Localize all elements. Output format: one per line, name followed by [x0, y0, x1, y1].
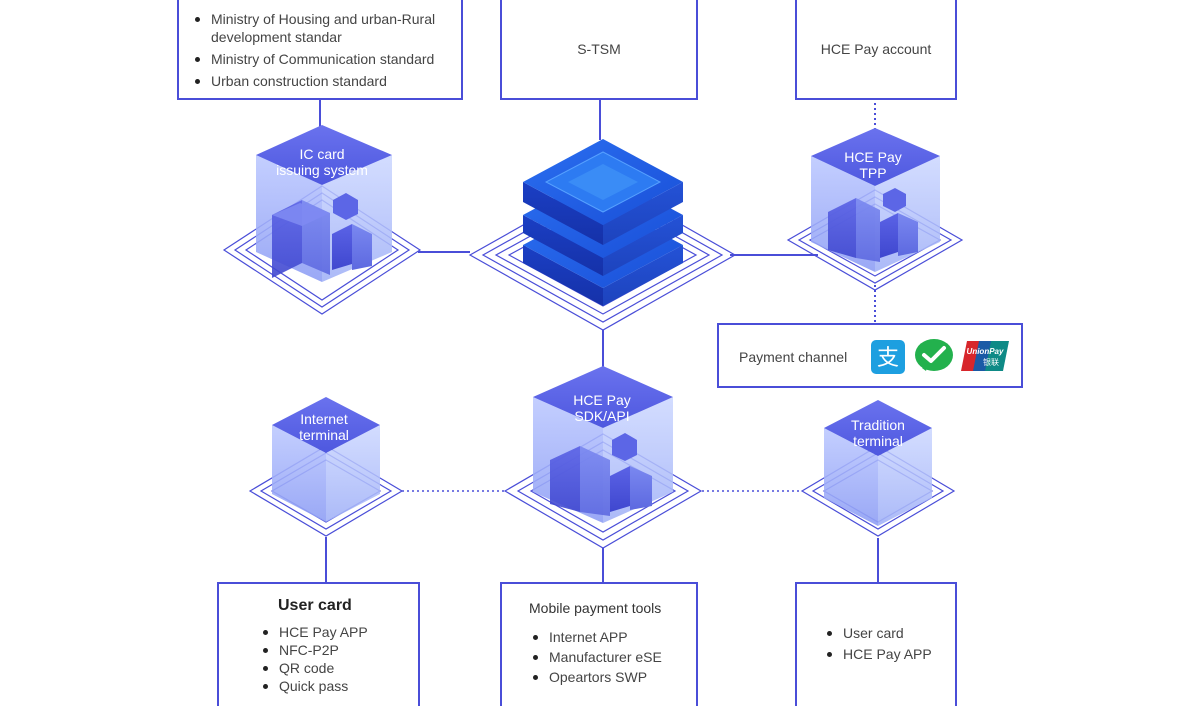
list-item: Ministry of Communication standard: [191, 50, 449, 68]
stsm-label: S-TSM: [577, 41, 621, 57]
internet-terminal-cube-top: [272, 397, 380, 453]
list-item: Quick pass: [259, 677, 418, 695]
ic-card-label-line2: issuing system: [276, 162, 368, 178]
tradition-terminal-cube-right: [878, 428, 932, 526]
hce-tpp-label-line2: TPP: [859, 165, 887, 181]
hce-sdk-node: [503, 366, 703, 549]
tradition-terminal-cube-left: [824, 428, 878, 526]
hce-sdk-small-right: [630, 466, 652, 510]
list-item: Ministry of Housing and urban-Rural deve…: [191, 10, 449, 46]
unionpay-text: UnionPay: [967, 347, 1004, 356]
internet-terminal-node-label: Internet terminal: [259, 411, 389, 443]
mobile-payment-tools-box: Mobile payment tools Internet APP Manufa…: [500, 582, 698, 706]
tradition-terminal-box: User card HCE Pay APP: [795, 582, 957, 706]
hce-sdk-tiny-block: [612, 433, 637, 461]
hce-sdk-inner-left: [550, 446, 580, 512]
list-item: HCE Pay APP: [259, 623, 418, 641]
hce-sdk-label-line2: SDK/API: [574, 408, 630, 424]
ic-card-small-block-left: [332, 224, 352, 270]
ic-card-small-block-right: [352, 224, 372, 270]
internet-terminal-label-line1: Internet: [300, 411, 348, 427]
server-node: [468, 139, 737, 331]
unionpay-cn-text: 银联: [983, 357, 999, 367]
hce-pay-account-label: HCE Pay account: [820, 41, 932, 57]
hce-tpp-inner-right: [856, 198, 880, 262]
list-item: Internet APP: [529, 628, 696, 646]
internet-terminal-cube-right: [326, 425, 380, 522]
hce-tpp-small-right: [898, 213, 918, 256]
internet-terminal-node: [248, 397, 404, 537]
hce-sdk-label-line1: HCE Pay: [573, 392, 631, 408]
list-item: QR code: [259, 659, 418, 677]
internet-terminal-cube-left: [272, 425, 326, 522]
list-item: Manufacturer eSE: [529, 648, 696, 666]
stsm-box: S-TSM: [500, 0, 698, 100]
standards-box: Ministry of Housing and urban-Rural deve…: [177, 0, 463, 100]
list-item: Urban construction standard: [191, 72, 449, 90]
list-item: NFC-P2P: [259, 641, 418, 659]
user-card-title: User card: [278, 597, 352, 614]
user-card-box: User card HCE Pay APP NFC-P2P QR code Qu…: [217, 582, 420, 706]
tradition-terminal-label-line2: terminal: [853, 433, 903, 449]
hce-tpp-node: [786, 128, 964, 291]
wechat-pay-icon: [915, 339, 953, 371]
server-layer-top: [523, 139, 683, 245]
list-item: Opeartors SWP: [529, 668, 696, 686]
connectors: [319, 98, 879, 583]
mobile-payment-tools-list: Internet APP Manufacturer eSE Opeartors …: [529, 628, 696, 686]
hce-sdk-small-left: [610, 466, 630, 512]
hce-sdk-cube-top: [533, 366, 673, 428]
payment-channel-box: Payment channel 支 UnionPay 银联: [717, 323, 1023, 388]
user-card-list: HCE Pay APP NFC-P2P QR code Quick pass: [259, 623, 418, 695]
tradition-terminal-list: User card HCE Pay APP: [823, 624, 955, 663]
tradition-terminal-node-label: Tradition terminal: [813, 417, 943, 449]
hce-tpp-small-left: [880, 213, 898, 258]
ic-card-node: [222, 125, 422, 315]
hce-tpp-node-label: HCE Pay TPP: [808, 149, 938, 181]
alipay-icon: 支: [871, 340, 905, 374]
hce-pay-account-box: HCE Pay account: [795, 0, 957, 100]
hce-sdk-inner-right: [580, 446, 610, 516]
hce-tpp-cube-top: [811, 128, 940, 186]
tradition-terminal-label-line1: Tradition: [851, 417, 905, 433]
ic-card-tiny-block: [333, 193, 358, 220]
tradition-terminal-node: [800, 400, 956, 537]
internet-terminal-label-line2: terminal: [299, 427, 349, 443]
unionpay-icon: UnionPay 银联: [961, 341, 1009, 371]
tradition-terminal-cube-top: [824, 400, 932, 456]
ic-card-cube-top: [256, 125, 392, 185]
ic-card-inner-block-top: [272, 203, 330, 226]
list-item: HCE Pay APP: [823, 645, 955, 663]
standards-list: Ministry of Housing and urban-Rural deve…: [191, 10, 449, 90]
hce-tpp-inner-left: [828, 198, 856, 258]
hce-tpp-tiny-block: [883, 188, 906, 212]
ic-card-node-label: IC card issuing system: [257, 146, 387, 178]
hce-sdk-node-label: HCE Pay SDK/API: [537, 392, 667, 424]
payment-channel-label: Payment channel: [739, 349, 848, 365]
list-item: User card: [823, 624, 955, 642]
ic-card-label-line1: IC card: [299, 146, 345, 162]
alipay-glyph: 支: [877, 346, 899, 371]
hce-tpp-label-line1: HCE Pay: [844, 149, 902, 165]
mobile-payment-tools-title: Mobile payment tools: [529, 600, 662, 616]
